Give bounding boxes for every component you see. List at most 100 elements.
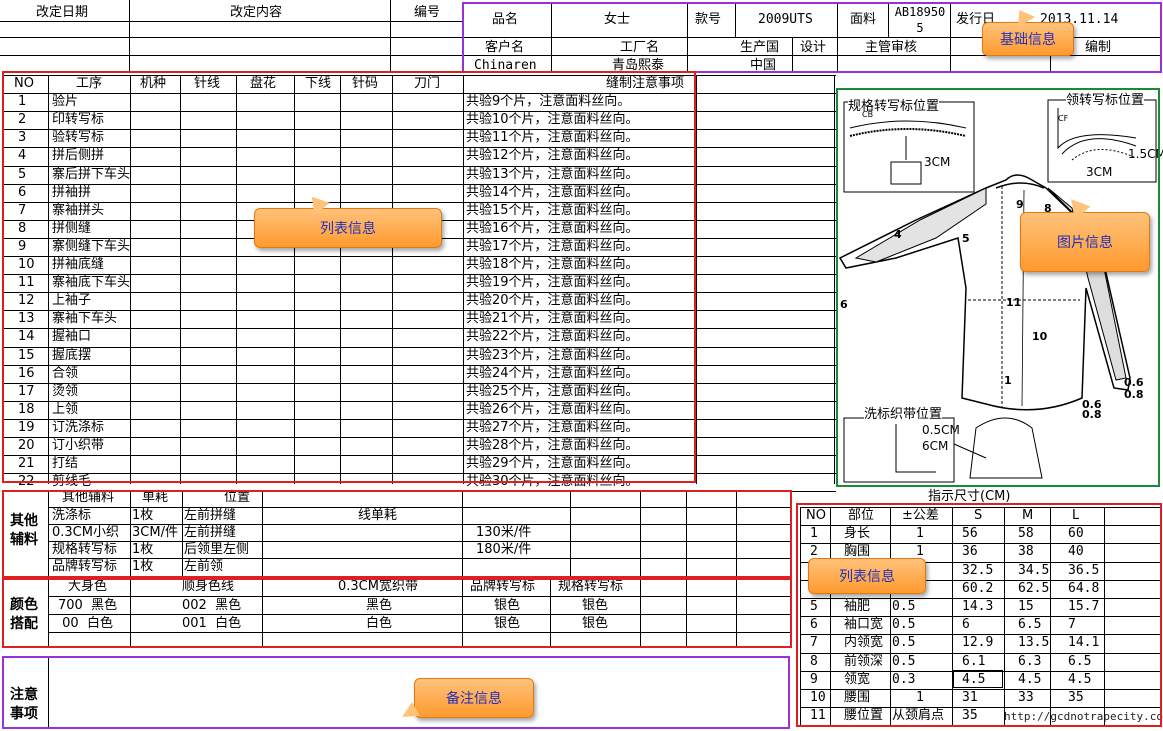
size-cell: 7 xyxy=(1068,617,1076,632)
process-step: 握袖口 xyxy=(52,329,92,344)
dim-6cm: 6CM xyxy=(922,439,949,453)
size-cell: 腰位置 xyxy=(844,708,884,723)
process-no: 10 xyxy=(18,257,35,272)
process-header-2: 机种 xyxy=(140,76,167,91)
point-0-8-a: 0.8 xyxy=(1124,388,1144,401)
color-cell: 002 黑色 xyxy=(182,598,242,613)
process-step: 验转写标 xyxy=(52,130,105,145)
size-cell: 胸围 xyxy=(844,544,871,559)
process-step: 拼袖拼 xyxy=(52,185,92,200)
size-cell: 14.1 xyxy=(1068,635,1100,650)
size-cell: 1 xyxy=(916,544,924,559)
color-header-2: 0.3CM宽织带 xyxy=(338,579,418,594)
process-no: 4 xyxy=(18,148,27,163)
factory-value: 青岛熙泰 xyxy=(612,58,665,73)
process-step: 打结 xyxy=(52,456,79,471)
process-no: 12 xyxy=(18,293,35,308)
color-header-3: 品牌转写标 xyxy=(470,579,536,594)
size-cell: 60 xyxy=(1068,526,1084,541)
process-step: 寨袖底下车头 xyxy=(52,275,131,290)
color-cell: 银色 xyxy=(582,616,609,631)
process-no: 6 xyxy=(18,185,27,200)
aux-usage: 1枚 xyxy=(132,542,154,557)
product-name-label: 品名 xyxy=(492,12,519,27)
process-no: 3 xyxy=(18,130,27,145)
compile-label: 编制 xyxy=(1085,40,1112,55)
process-no: 5 xyxy=(18,167,27,182)
size-cell: 15.7 xyxy=(1068,599,1100,614)
size-header-5: L xyxy=(1072,508,1080,523)
process-no: 20 xyxy=(18,438,35,453)
aux-usage: 1枚 xyxy=(132,508,154,523)
size-header-1: 部位 xyxy=(848,508,875,523)
size-cell: 8 xyxy=(810,654,818,669)
size-cell: 7 xyxy=(810,635,818,650)
size-cell: 40 xyxy=(1068,544,1084,559)
process-note: 共验17个片，注意面料丝向。 xyxy=(466,239,639,254)
size-cell: 1 xyxy=(810,526,818,541)
size-cell: 32.5 xyxy=(962,563,994,578)
process-header-5: 下线 xyxy=(305,76,332,91)
callout-remark-info: 备注信息 xyxy=(398,678,534,724)
color-cell: 700 黑色 xyxy=(58,598,118,613)
point-0-6-a: 0.6 xyxy=(1124,376,1144,389)
process-step: 上领 xyxy=(52,402,79,417)
callout-list2-text: 列表信息 xyxy=(839,569,895,585)
color-cell: 银色 xyxy=(582,598,609,613)
process-note: 共验25个片，注意面料丝向。 xyxy=(466,384,639,399)
size-cell: 35 xyxy=(962,708,978,723)
size-cell: 4.5 xyxy=(962,672,986,687)
size-cell: 1 xyxy=(916,690,924,705)
callout-image-info: 图片信息 xyxy=(1020,192,1150,272)
color-cell: 黑色 xyxy=(366,598,393,613)
size-cell: 56 xyxy=(962,526,978,541)
revision-date-header: 改定日期 xyxy=(36,5,89,20)
supervisor-label: 主管审核 xyxy=(865,40,918,55)
process-step: 寨袖下车头 xyxy=(52,311,118,326)
process-header-6: 针码 xyxy=(352,76,379,91)
aux-thread: 180米/件 xyxy=(476,542,532,557)
process-step: 剪线毛 xyxy=(52,474,92,489)
wash-label-caption: 洗标织带位置 xyxy=(864,406,943,423)
size-cell: 4.5 xyxy=(1068,672,1092,687)
size-cell: 9 xyxy=(810,672,818,687)
size-cell: 13.5 xyxy=(1018,635,1050,650)
size-cell: 腰围 xyxy=(844,690,871,705)
process-note: 共验13个片，注意面料丝向。 xyxy=(466,167,639,182)
aux-position: 左前领 xyxy=(184,559,224,574)
design-label: 设计 xyxy=(800,40,827,55)
process-step: 寨后拼下车头 xyxy=(52,167,131,182)
size-cell: 0.5 xyxy=(892,654,916,669)
process-header-8: 缝制注意事项 xyxy=(606,76,685,91)
size-cell: 6.3 xyxy=(1018,654,1042,669)
size-cell: 35 xyxy=(1068,690,1084,705)
process-note: 共验28个片，注意面料丝向。 xyxy=(466,438,639,453)
process-note: 共验27个片，注意面料丝向。 xyxy=(466,420,639,435)
process-note: 共验14个片，注意面料丝向。 xyxy=(466,185,639,200)
size-cell: 64.8 xyxy=(1068,581,1100,596)
aux-header-1: 单耗 xyxy=(142,490,169,505)
point-0-8-b: 0.8 xyxy=(1082,408,1102,421)
point-8: 8 xyxy=(1044,202,1052,215)
process-no: 8 xyxy=(18,221,27,236)
process-note: 共验30个片，注意面料丝向。 xyxy=(466,474,639,489)
color-side-label: 颜色搭配 xyxy=(10,597,38,632)
callout-remark-text: 备注信息 xyxy=(446,691,502,707)
country-label: 生产国 xyxy=(740,40,780,55)
process-step: 拼后侧拼 xyxy=(52,148,105,163)
process-step: 订小织带 xyxy=(52,438,105,453)
process-step: 订洗涤标 xyxy=(52,420,105,435)
color-cell: 00 白色 xyxy=(58,616,113,631)
process-note: 共验29个片，注意面料丝向。 xyxy=(466,456,639,471)
spec-label-caption: 规格转写标位置 xyxy=(848,98,940,115)
point-cf: CF xyxy=(1058,114,1069,123)
point-cb: CB xyxy=(862,110,874,119)
process-header-7: 刀门 xyxy=(414,76,441,91)
process-no: 19 xyxy=(18,420,35,435)
process-no: 14 xyxy=(18,329,35,344)
collar-label-caption: 领转写标位置 xyxy=(1066,92,1145,109)
process-note: 共验11个片，注意面料丝向。 xyxy=(466,130,639,145)
process-step: 烫领 xyxy=(52,384,79,399)
process-header-1: 工序 xyxy=(76,76,103,91)
process-note: 共验26个片，注意面料丝向。 xyxy=(466,402,639,417)
